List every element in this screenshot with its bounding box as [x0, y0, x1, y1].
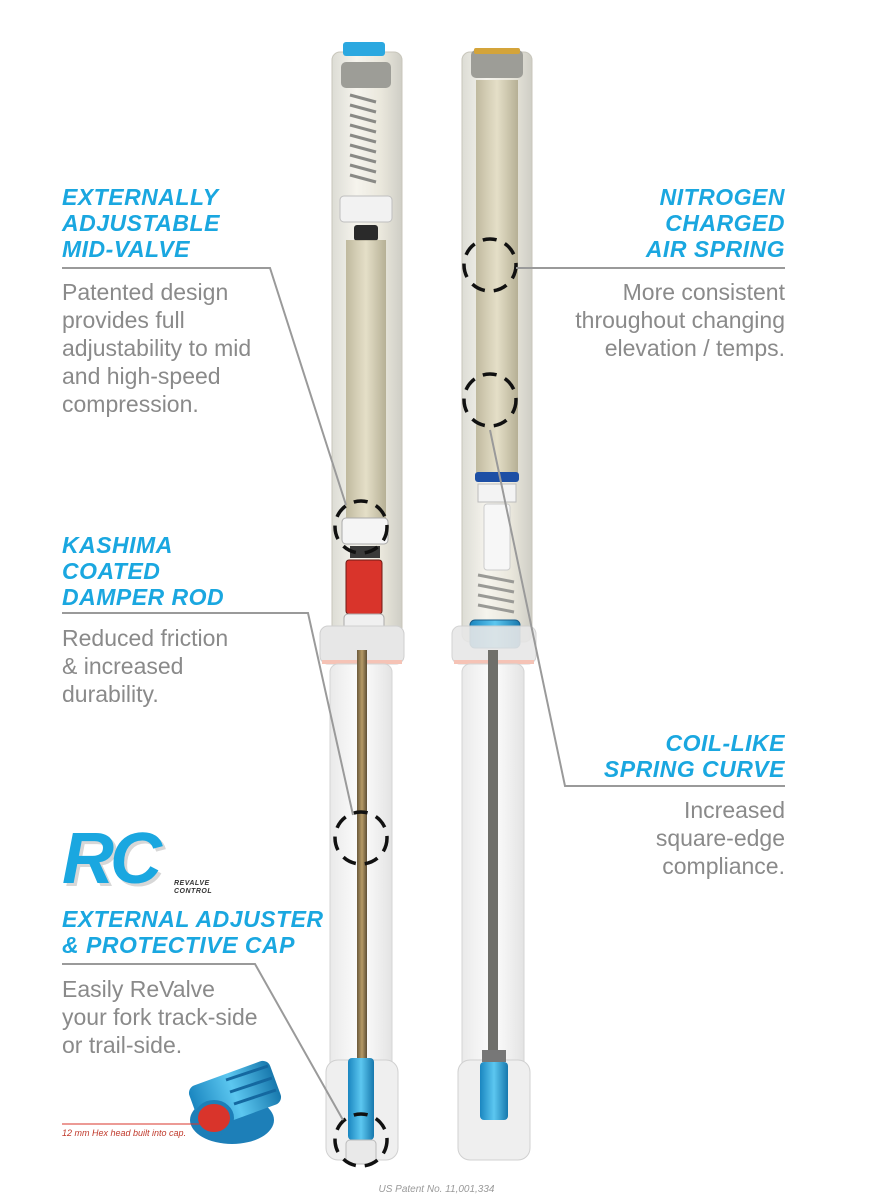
title-line: & PROTECTIVE CAP — [62, 932, 295, 958]
callout-circle-air-spring-lower — [462, 372, 518, 428]
title-line: CHARGED — [665, 210, 785, 236]
description-line: & increased — [62, 653, 184, 679]
leader-damper-rod — [62, 612, 354, 816]
title-line: MID-VALVE — [62, 236, 191, 262]
description-line: elevation / temps. — [604, 335, 785, 361]
feature-description: Increased square-edge compliance. — [540, 796, 785, 880]
callout-circle-air-spring-upper — [462, 237, 518, 293]
patent-number: US Patent No. 11,001,334 — [378, 1184, 495, 1195]
description-line: Easily ReValve — [62, 976, 215, 1002]
logo-wordmark: REVALVE CONTROL — [174, 880, 212, 896]
feature-title: KASHIMA COATED DAMPER ROD — [62, 532, 302, 610]
feature-description: Reduced friction & increased durability. — [62, 624, 302, 708]
leader-mid-valve — [62, 267, 347, 506]
feature-title: EXTERNAL ADJUSTER & PROTECTIVE CAP — [62, 906, 352, 958]
feature-title: NITROGEN CHARGED AIR SPRING — [540, 184, 785, 262]
callout-circle-damper-rod — [333, 810, 389, 866]
callout-circles — [333, 237, 518, 1168]
logo-mark: RC — [62, 819, 162, 899]
description-line: adjustability to mid — [62, 335, 252, 361]
description-line: provides full — [62, 307, 185, 333]
leader-lines — [62, 267, 785, 1121]
protective-cap-image — [188, 1060, 282, 1144]
left-fork-leg — [319, 42, 405, 1165]
description-line: Patented design — [62, 279, 229, 305]
title-line: SPRING CURVE — [603, 756, 785, 782]
right-fork-leg — [451, 48, 537, 1161]
description-line: square-edge — [655, 825, 785, 851]
title-line: NITROGEN — [659, 184, 785, 210]
leader-adjuster-cap — [62, 963, 344, 1121]
title-line: ADJUSTABLE — [62, 210, 220, 236]
description-line: and high-speed — [62, 363, 221, 389]
title-line: AIR SPRING — [645, 236, 785, 262]
callout-circle-adjuster-cap — [333, 1112, 389, 1168]
logo-wordmark-line: CONTROL — [174, 888, 213, 895]
description-line: compression. — [62, 391, 199, 417]
feature-title: EXTERNALLY ADJUSTABLE MID-VALVE — [62, 184, 302, 262]
feature-description: More consistent throughout changing elev… — [540, 278, 785, 362]
description-line: or trail-side. — [62, 1032, 183, 1058]
title-line: DAMPER ROD — [62, 584, 225, 610]
logo-wordmark-line: REVALVE — [174, 880, 210, 887]
title-line: COIL-LIKE — [665, 730, 785, 756]
title-line: EXTERNAL ADJUSTER — [62, 906, 324, 932]
feature-description: Easily ReValve your fork track-side or t… — [62, 975, 312, 1059]
description-line: durability. — [62, 681, 159, 707]
title-line: KASHIMA — [62, 532, 173, 558]
revalve-control-logo: RC REVALVE CONTROL — [62, 822, 222, 900]
title-line: EXTERNALLY — [62, 184, 219, 210]
description-line: compliance. — [662, 853, 785, 879]
feature-title: COIL-LIKE SPRING CURVE — [540, 730, 785, 782]
description-line: your fork track-side — [62, 1004, 258, 1030]
hex-head-note: 12 mm Hex head built into cap. — [62, 1128, 187, 1138]
description-line: More consistent — [622, 279, 785, 305]
leader-spring-curve — [489, 429, 785, 787]
title-line: COATED — [62, 558, 161, 584]
description-line: Reduced friction — [62, 625, 229, 651]
callout-circle-mid-valve — [333, 499, 389, 555]
description-line: throughout changing — [575, 307, 785, 333]
feature-description: Patented design provides full adjustabil… — [62, 278, 312, 418]
description-line: Increased — [683, 797, 785, 823]
